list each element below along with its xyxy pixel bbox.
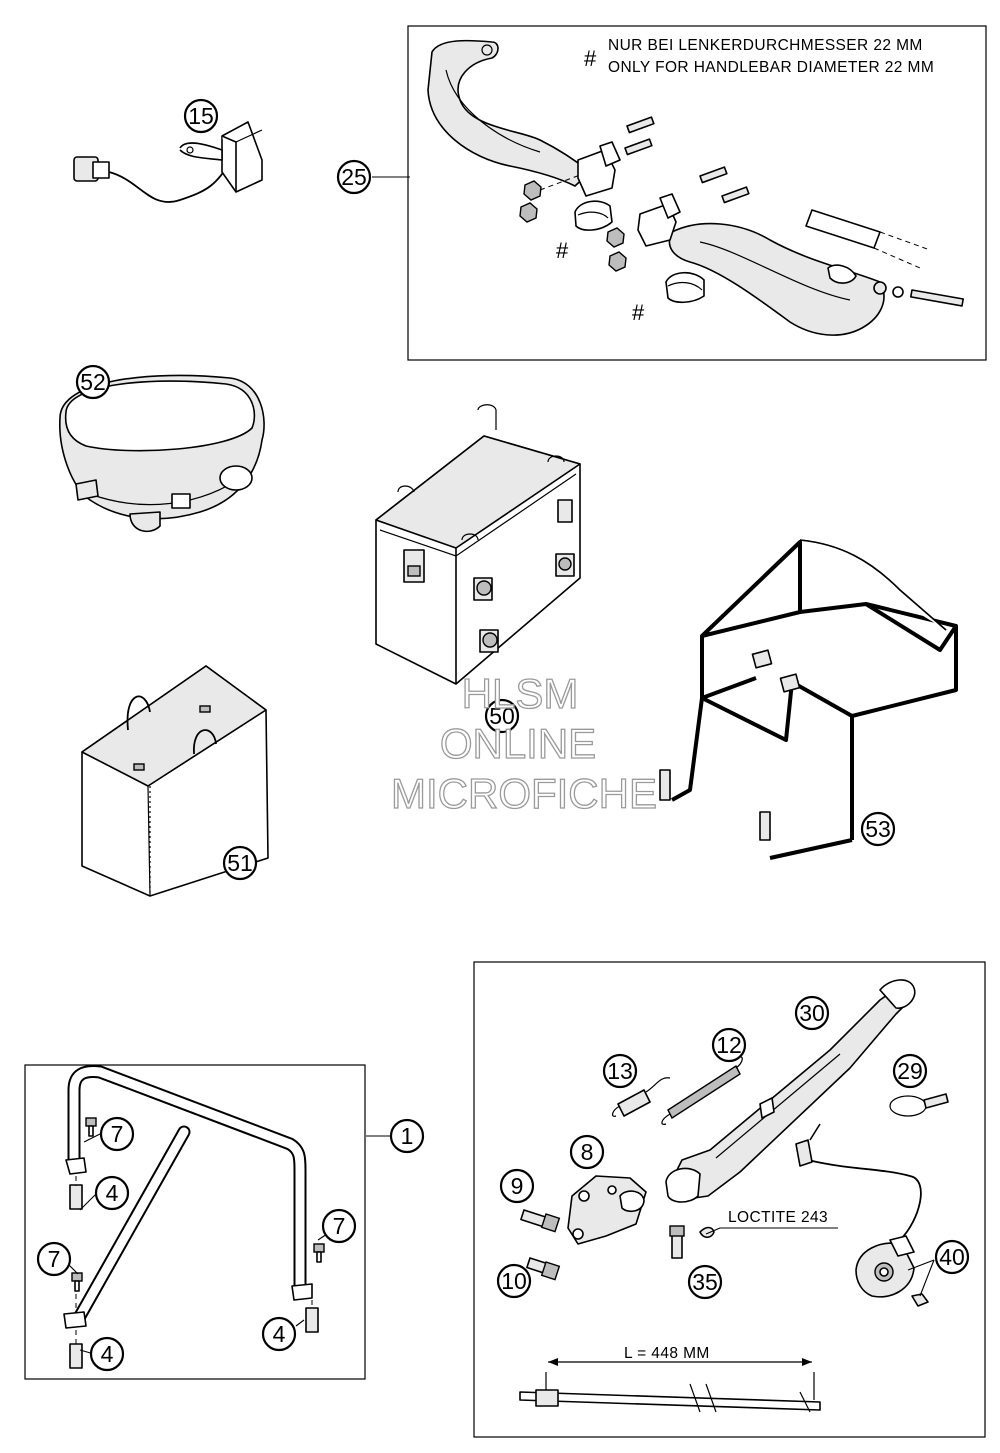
rear-rack-kit-frame: [24, 1064, 366, 1380]
svg-text:7: 7: [48, 1246, 61, 1272]
loctite-label: LOCTITE 243: [728, 1209, 828, 1226]
part-13-spring-small[interactable]: [611, 1077, 671, 1117]
leader-lines: [67, 176, 935, 1355]
length-label: L = 448 MM: [624, 1345, 710, 1362]
callout-53: 53: [860, 811, 896, 847]
dimension-line: [548, 1358, 812, 1366]
part-10-bolt[interactable]: [526, 1257, 561, 1281]
part-51-inner-bag[interactable]: [81, 665, 269, 897]
callout-7-bottom-left: 7: [36, 1241, 72, 1277]
callout-4-right: 4: [261, 1316, 297, 1352]
loctite-leader: [705, 1227, 721, 1235]
part-50-aluminium-case[interactable]: [375, 404, 581, 685]
hash-marker-note: #: [584, 46, 597, 71]
callout-12: 12: [711, 1027, 747, 1063]
svg-text:13: 13: [607, 1058, 633, 1084]
note-german: NUR BEI LENKERDURCHMESSER 22 MM: [608, 37, 923, 54]
svg-text:MICROFICHE: MICROFICHE: [391, 770, 657, 817]
svg-text:ONLINE: ONLINE: [440, 720, 596, 767]
svg-text:HLSM: HLSM: [462, 670, 579, 717]
svg-text:25: 25: [341, 164, 367, 190]
callout-25: 25: [336, 159, 372, 195]
callout-7-top-left: 7: [99, 1116, 135, 1152]
svg-text:1: 1: [401, 1123, 414, 1149]
svg-text:30: 30: [799, 1000, 825, 1026]
svg-text:15: 15: [188, 103, 214, 129]
part-1-rear-rack[interactable]: [63, 1065, 313, 1329]
callout-35: 35: [687, 1264, 723, 1300]
svg-text:4: 4: [273, 1321, 286, 1347]
side-stand-kit-frame: [473, 961, 986, 1438]
callout-4-bottom-left: 4: [89, 1336, 125, 1372]
part-30-side-stand[interactable]: [665, 979, 916, 1203]
callout-15: 15: [183, 98, 219, 134]
callout-13: 13: [602, 1053, 638, 1089]
part-12-spring-large[interactable]: [661, 1056, 743, 1125]
part-30-stand-length-detail[interactable]: [519, 1372, 821, 1413]
callout-30: 30: [794, 995, 830, 1031]
callout-9: 9: [499, 1168, 535, 1204]
svg-text:35: 35: [692, 1269, 718, 1295]
part-7-screws-and-4-spacers[interactable]: [69, 1117, 325, 1369]
part-29-cable-tie[interactable]: [889, 1093, 949, 1117]
svg-text:4: 4: [101, 1341, 114, 1367]
part-40-stand-switch[interactable]: [795, 1123, 929, 1307]
callout-50: 50: [484, 698, 520, 734]
handguard-kit-frame: [407, 25, 987, 361]
callout-8: 8: [569, 1134, 605, 1170]
svg-text:10: 10: [501, 1268, 527, 1294]
callout-40: 40: [934, 1239, 970, 1275]
hash-marker-left: #: [556, 238, 569, 263]
svg-text:53: 53: [865, 816, 891, 842]
callout-7-right: 7: [321, 1208, 357, 1244]
part-35-screw[interactable]: [669, 1225, 715, 1259]
part-25-handguard-left[interactable]: [427, 39, 591, 187]
svg-text:4: 4: [106, 1180, 119, 1206]
callout-51: 51: [222, 845, 258, 881]
hash-marker-right: #: [632, 300, 645, 325]
svg-text:9: 9: [511, 1173, 524, 1199]
part-15-connector-cable[interactable]: [73, 121, 263, 203]
callout-4-top-left: 4: [94, 1175, 130, 1211]
callout-1: 1: [389, 1118, 425, 1154]
part-53-case-carrier[interactable]: [659, 539, 958, 860]
svg-text:12: 12: [716, 1032, 742, 1058]
svg-text:29: 29: [897, 1058, 923, 1084]
part-25-handguard-right[interactable]: [606, 166, 965, 336]
svg-text:8: 8: [581, 1139, 594, 1165]
watermark: HLSM ONLINE MICROFICHE: [390, 669, 657, 817]
svg-text:7: 7: [111, 1121, 124, 1147]
svg-text:7: 7: [333, 1213, 346, 1239]
part-9-bolt[interactable]: [520, 1209, 561, 1233]
svg-text:40: 40: [939, 1244, 965, 1270]
callout-52: 52: [75, 364, 111, 400]
part-52-seat-cushion[interactable]: [59, 374, 265, 533]
callout-10: 10: [496, 1263, 532, 1299]
part-25-handguard-clamps-left[interactable]: [519, 116, 655, 231]
part-8-stand-bracket[interactable]: [567, 1175, 647, 1245]
svg-text:50: 50: [489, 703, 515, 729]
svg-text:51: 51: [227, 850, 253, 876]
callout-29: 29: [892, 1053, 928, 1089]
note-english: ONLY FOR HANDLEBAR DIAMETER 22 MM: [608, 59, 934, 76]
svg-text:52: 52: [80, 369, 106, 395]
